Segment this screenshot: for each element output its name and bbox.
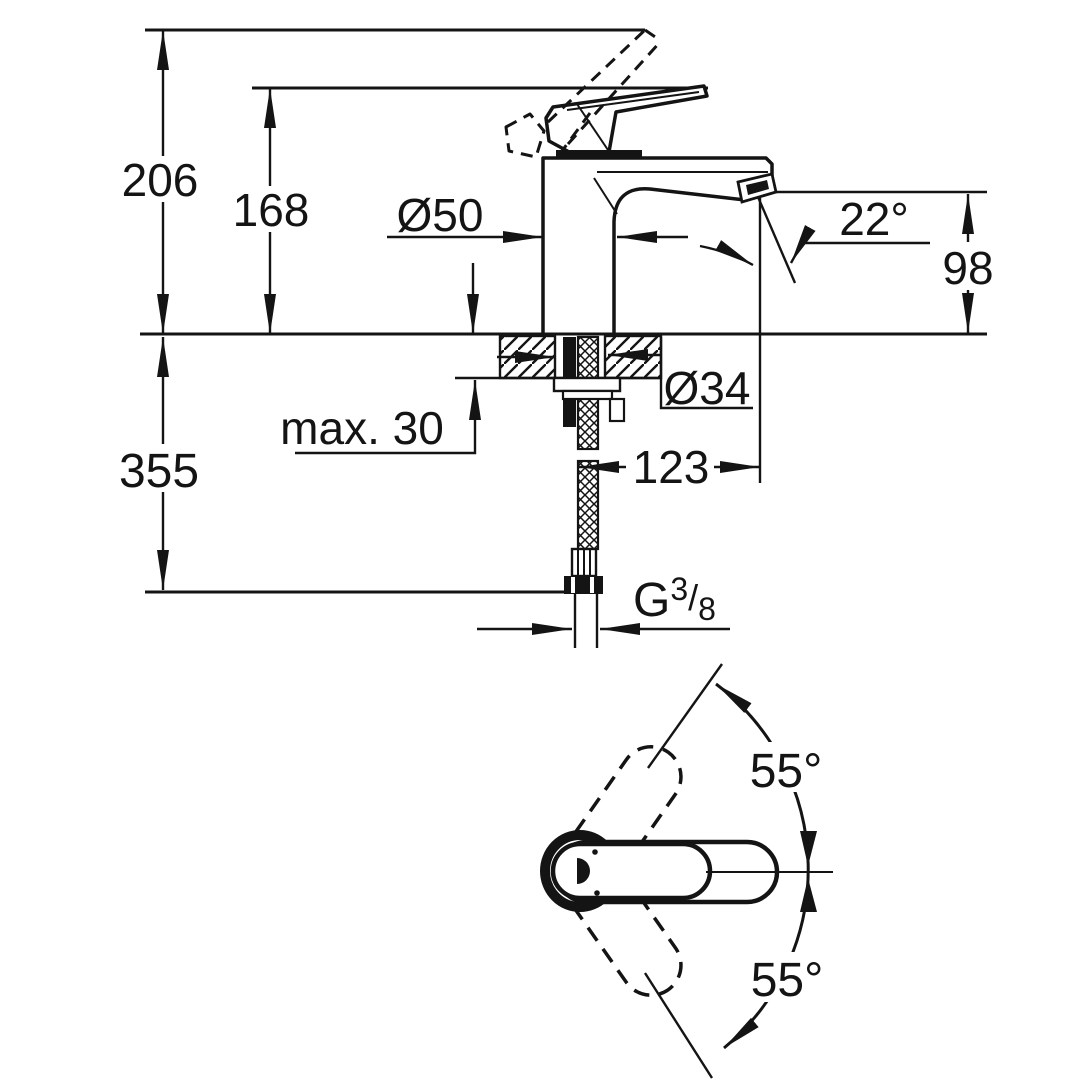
- dim-mounting-thickness-leader: [295, 380, 481, 455]
- dim-below-counter-label: 355: [119, 445, 199, 498]
- thread-prefix: G: [633, 574, 670, 627]
- dim-below-counter: 355: [110, 337, 208, 590]
- dim-spout-angle-leader: [789, 225, 930, 264]
- dim-spout-reach: 123: [579, 441, 760, 493]
- dim-handle-height-mask: [225, 186, 317, 232]
- dim-handle-height-label: 168: [233, 184, 310, 236]
- handle-dot-upper: [592, 849, 598, 855]
- dim-spout-height-mask: [936, 242, 1000, 290]
- dim-hole-diameter-label: Ø34: [664, 362, 751, 414]
- dim-spout-height: 98: [936, 194, 1000, 333]
- spout-flow-arc: [699, 240, 754, 267]
- swing-lower-extension-line: [643, 972, 714, 1079]
- faucet-body-outline: [541, 156, 774, 334]
- handle-lever-raised-dashed: [546, 28, 663, 146]
- handle-top-view-inner: [550, 841, 713, 901]
- hose-nut: [564, 576, 603, 594]
- dim-mounting-thickness-label: max. 30: [280, 402, 444, 454]
- mounting-nut: [561, 389, 614, 401]
- dim-base-diameter-label: Ø50: [397, 189, 484, 241]
- side-view: 206 168 355 Ø50 max. 30: [110, 28, 1000, 648]
- dim-swing-upper-label: 55°: [750, 745, 823, 798]
- hose-crimp-ribs: [577, 550, 591, 575]
- supply-hose-lower: [576, 459, 600, 551]
- handle-raised-edge-dashed: [560, 112, 592, 152]
- dim-total-height-mask: [114, 156, 206, 202]
- handle-pivot-edge-line: [576, 103, 609, 151]
- dim-spout-angle: 22°: [699, 193, 930, 267]
- dim-spout-reach-mask: [626, 444, 714, 490]
- dim-total-height: 206: [114, 30, 206, 334]
- dim-spout-reach-label: 123: [633, 441, 710, 493]
- mounting-washer: [552, 376, 622, 393]
- handle-pivot-raised-dashed: [504, 112, 546, 159]
- spout-angle-line: [753, 189, 797, 284]
- thread-separator: /: [688, 577, 698, 618]
- aerator-screen: [746, 180, 769, 195]
- dim-swing-lower-label: 55°: [751, 954, 824, 1007]
- handle-dot-lower: [594, 890, 600, 896]
- handle-lever-edge-line: [566, 91, 700, 111]
- dim-hole-diameter: Ø34: [497, 337, 753, 414]
- pop-up-rod-stub: [608, 397, 626, 423]
- dim-spout-angle-label: 22°: [839, 193, 909, 245]
- top-view: 55° 55°: [540, 663, 836, 1079]
- dim-swing-lower-mask: [740, 952, 836, 1002]
- dim-thread-label: G3/8: [633, 571, 716, 627]
- hose-nut-facets: [571, 577, 594, 593]
- spout-underside-outline: [612, 187, 746, 334]
- handle-logo-mark: [577, 858, 590, 884]
- dim-hole-diameter-leader: [659, 337, 753, 410]
- spout-chamfer-line: [593, 177, 618, 215]
- dim-base-diameter: Ø50: [387, 189, 688, 243]
- dim-mounting-thickness: max. 30: [280, 263, 481, 455]
- swing-upper-extension-line: [647, 663, 723, 769]
- dim-total-height-label: 206: [122, 154, 199, 206]
- dim-handle-height: 168: [225, 88, 317, 334]
- dim-thread: G3/8: [477, 571, 730, 635]
- dim-below-counter-mask: [110, 444, 208, 492]
- hose-thread-tube: [573, 594, 599, 648]
- thread-numerator: 3: [670, 571, 688, 607]
- handle-base-joint: [556, 150, 642, 157]
- centerline-arrow-lower: [800, 878, 817, 912]
- thread-denominator: 8: [698, 591, 716, 627]
- centerline-arrow-upper: [800, 831, 817, 866]
- dim-swing-upper: 55°: [740, 742, 836, 798]
- dim-swing-lower: 55°: [740, 952, 836, 1007]
- dim-swing-upper-mask: [740, 742, 836, 792]
- counter-hatch-right: [603, 334, 663, 380]
- dim-spout-height-label: 98: [942, 242, 993, 294]
